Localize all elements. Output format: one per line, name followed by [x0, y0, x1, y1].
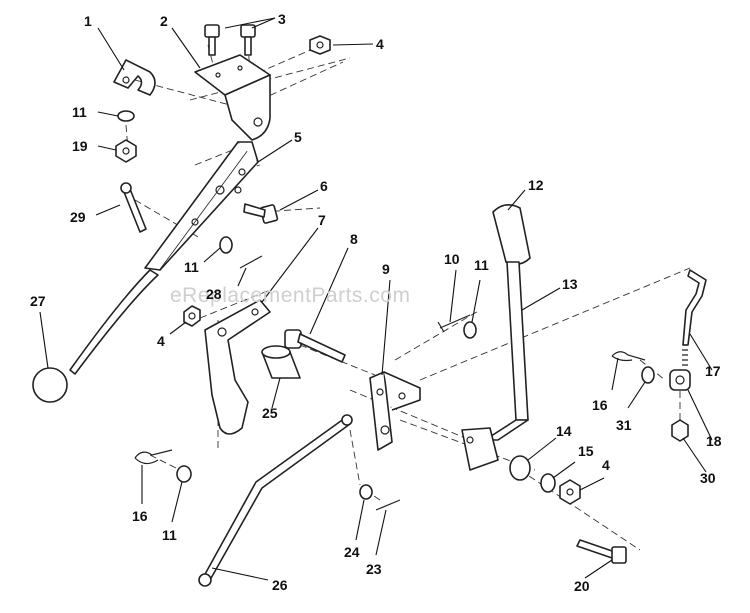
callout-14: 14 — [556, 423, 572, 439]
callout-4: 4 — [157, 333, 165, 349]
callout-29: 29 — [70, 209, 86, 225]
part-5-pedal-arm — [69, 141, 259, 375]
part-30-nut — [671, 419, 689, 442]
part-3-bolts — [204, 24, 256, 56]
callout-17: 17 — [705, 363, 721, 379]
callout-15: 15 — [578, 443, 594, 459]
part-28-pin — [239, 255, 263, 269]
part-23-pin — [375, 499, 401, 511]
callout-1: 1 — [84, 13, 92, 29]
callout-11: 11 — [184, 259, 199, 275]
callout-5: 5 — [294, 129, 302, 145]
watermark: eReplacementParts.com — [170, 284, 410, 307]
callout-31: 31 — [616, 417, 632, 433]
callout-25: 25 — [262, 405, 278, 421]
callout-11: 11 — [72, 104, 87, 120]
callout-11: 11 — [162, 527, 177, 543]
assembly-lines — [125, 44, 691, 551]
part-20-bolt — [576, 539, 627, 564]
callout-20: 20 — [574, 578, 590, 594]
part-8-bolt — [284, 329, 346, 363]
part-17-rod — [682, 269, 707, 366]
part-29-link — [120, 182, 147, 233]
callout-18: 18 — [706, 433, 722, 449]
callout-24: 24 — [344, 544, 360, 560]
callout-23: 23 — [366, 561, 382, 577]
part-15-washer — [540, 473, 556, 493]
callout-26: 26 — [272, 577, 288, 593]
part-1-clip — [113, 59, 156, 96]
part-19-nut — [115, 139, 137, 163]
callout-8: 8 — [350, 231, 358, 247]
part-4-nut-mid — [183, 305, 201, 327]
part-14-washer — [509, 455, 531, 481]
part-16-clip-left — [134, 449, 173, 465]
callout-7: 7 — [318, 212, 326, 228]
part-4-nut-top — [309, 35, 331, 55]
callout-2: 2 — [160, 13, 168, 29]
part-25-spacer — [261, 345, 301, 379]
callout-27: 27 — [30, 293, 46, 309]
callout-19: 19 — [72, 138, 88, 154]
part-11-washer-lower — [176, 465, 192, 483]
callout-16: 16 — [592, 397, 608, 413]
callout-12: 12 — [528, 177, 544, 193]
leader-lines — [39, 17, 713, 581]
callout-labels: 1 2 3 4 11 19 5 6 29 7 8 12 27 11 28 10 … — [30, 11, 722, 594]
part-10-pin — [437, 314, 471, 333]
part-13-lever — [461, 261, 529, 471]
part-4-nut-bottom — [559, 479, 581, 505]
part-27-knob — [32, 367, 68, 403]
part-11-washer-top — [117, 110, 135, 122]
part-12-grip — [492, 204, 531, 266]
callout-28: 28 — [206, 286, 222, 302]
callout-16: 16 — [132, 508, 148, 524]
callout-10: 10 — [444, 251, 460, 267]
callout-4: 4 — [376, 36, 384, 52]
callout-11: 11 — [474, 257, 489, 273]
part-7-plate — [204, 299, 271, 435]
part-11-washer-right — [463, 321, 477, 339]
callout-3: 3 — [278, 11, 286, 27]
callout-9: 9 — [382, 261, 390, 277]
part-24-washer — [359, 484, 373, 500]
callout-30: 30 — [700, 470, 716, 486]
part-18-swivel — [669, 369, 691, 391]
callout-13: 13 — [562, 276, 578, 292]
part-16-clip-right — [611, 351, 646, 362]
part-6-bolt — [243, 203, 279, 224]
part-26-link-rod — [198, 414, 353, 587]
part-31-washer — [641, 366, 655, 384]
callout-4: 4 — [602, 457, 610, 473]
part-9-bracket — [369, 371, 421, 451]
part-2-bracket — [194, 54, 271, 141]
part-11-washer-mid — [219, 236, 233, 254]
callout-6: 6 — [320, 178, 328, 194]
